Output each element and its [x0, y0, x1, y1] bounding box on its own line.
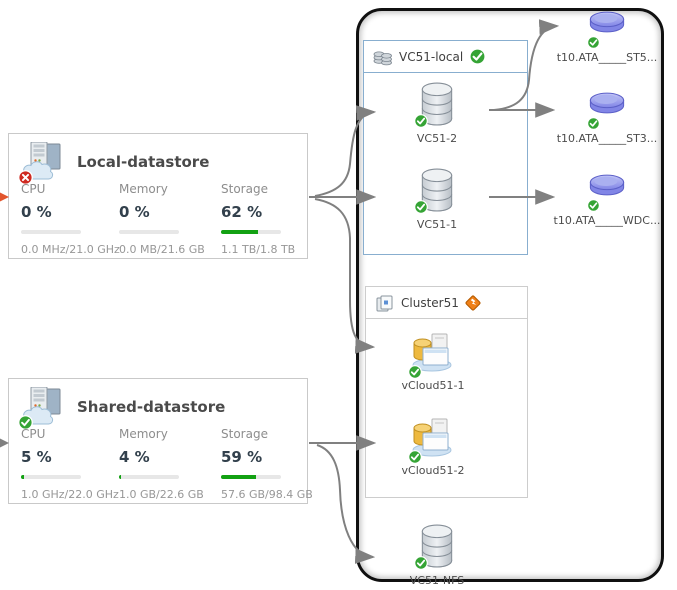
node-vcloud51-1[interactable]: vCloud51-1	[378, 333, 488, 392]
stat-value: 59 %	[221, 448, 263, 466]
node-disk-st5[interactable]: t10.ATA_____ST5...	[552, 9, 662, 64]
status-ok-icon	[414, 114, 428, 128]
stat-detail: 1.0 GB/22.6 GB	[119, 488, 204, 501]
datastore-icon	[414, 168, 456, 216]
usage-bar	[21, 230, 81, 234]
stat-value: 62 %	[221, 203, 263, 221]
host-cluster-icon	[376, 295, 393, 311]
status-warning-icon	[464, 294, 481, 311]
card-title: Local-datastore	[77, 153, 210, 171]
node-label: vCloud51-1	[401, 379, 465, 392]
node-label: vCloud51-2	[401, 464, 465, 477]
datastore-host-icon	[18, 386, 65, 430]
usage-bar	[221, 475, 281, 479]
node-label: VC51-NFS	[409, 574, 465, 587]
stat-label: CPU	[21, 182, 46, 196]
stat-value: 4 %	[119, 448, 150, 466]
stat-label: Memory	[119, 427, 168, 441]
group-cluster51[interactable]: Cluster51	[365, 286, 528, 498]
stat-label: CPU	[21, 427, 46, 441]
stat-value: 0 %	[21, 203, 52, 221]
status-ok-icon	[408, 365, 422, 379]
datastore-icon	[414, 82, 456, 130]
status-ok-icon	[587, 117, 600, 130]
stat-detail: 57.6 GB/98.4 GB	[221, 488, 313, 501]
stat-value: 5 %	[21, 448, 52, 466]
host-icon	[408, 418, 456, 464]
datastore-host-icon	[18, 141, 65, 185]
group-title: Cluster51	[401, 295, 459, 310]
node-label: t10.ATA_____ST5...	[556, 51, 658, 64]
node-label: VC51-1	[416, 218, 458, 231]
disk-icon	[587, 172, 626, 212]
node-vc51-1[interactable]: VC51-1	[382, 168, 492, 231]
usage-bar	[21, 475, 81, 479]
node-label: t10.ATA_____ST3...	[556, 132, 658, 145]
stat-detail: 1.0 GHz/22.0 GHz	[21, 488, 119, 501]
stat-label: Memory	[119, 182, 168, 196]
status-ok-icon	[469, 48, 487, 65]
stat-detail: 0.0 MB/21.6 GB	[119, 243, 205, 256]
node-vcloud51-2[interactable]: vCloud51-2	[378, 418, 488, 477]
card-title: Shared-datastore	[77, 398, 226, 416]
group-title: VC51-local	[399, 49, 464, 64]
datastore-icon	[414, 524, 456, 572]
usage-bar	[119, 475, 179, 479]
node-vc51-nfs[interactable]: VC51-NFS	[382, 524, 492, 587]
status-ok-icon	[587, 199, 600, 212]
status-ok-icon	[414, 200, 428, 214]
node-label: VC51-2	[416, 132, 458, 145]
shared-datastore-card[interactable]: Shared-datastore CPU 5 % 1.0 GHz/22.0 GH…	[8, 378, 313, 504]
node-disk-st3[interactable]: t10.ATA_____ST3...	[552, 90, 662, 145]
stat-detail: 1.1 TB/1.8 TB	[221, 243, 296, 256]
stat-label: Storage	[221, 182, 268, 196]
node-vc51-2[interactable]: VC51-2	[382, 82, 492, 145]
node-disk-wdc[interactable]: t10.ATA_____WDC...	[552, 172, 662, 227]
stat-value: 0 %	[119, 203, 150, 221]
host-icon	[408, 333, 456, 379]
node-label: t10.ATA_____WDC...	[553, 214, 661, 227]
datastore-cluster-icon	[373, 51, 392, 65]
local-datastore-card[interactable]: Local-datastore CPU 0 % 0.0 MHz/21.0 GHz…	[8, 133, 308, 259]
usage-bar	[221, 230, 281, 234]
status-ok-icon	[408, 450, 422, 464]
usage-bar	[119, 230, 179, 234]
stat-label: Storage	[221, 427, 268, 441]
disk-icon	[587, 9, 626, 49]
status-ok-icon	[414, 556, 428, 570]
disk-icon	[587, 90, 626, 130]
status-ok-icon	[587, 36, 600, 49]
stat-detail: 0.0 MHz/21.0 GHz	[21, 243, 120, 256]
